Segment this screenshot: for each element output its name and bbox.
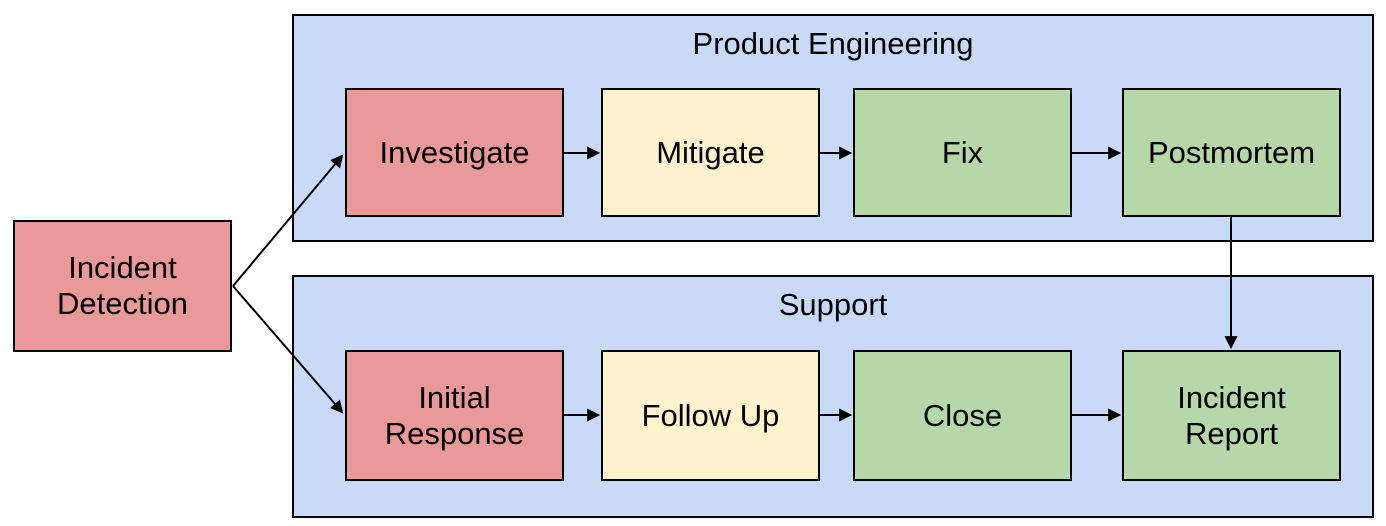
node-incident-report: Incident Report <box>1122 350 1341 481</box>
node-postmortem: Postmortem <box>1122 88 1341 217</box>
node-incident-detection: Incident Detection <box>13 220 232 352</box>
node-follow-up: Follow Up <box>601 350 820 481</box>
node-initial-response: Initial Response <box>345 350 564 481</box>
lane-title-support: Support <box>778 287 888 322</box>
node-close: Close <box>853 350 1072 481</box>
lane-title-product-engineering: Product Engineering <box>692 26 974 61</box>
node-mitigate: Mitigate <box>601 88 820 217</box>
node-investigate: Investigate <box>345 88 564 217</box>
node-fix: Fix <box>853 88 1072 217</box>
